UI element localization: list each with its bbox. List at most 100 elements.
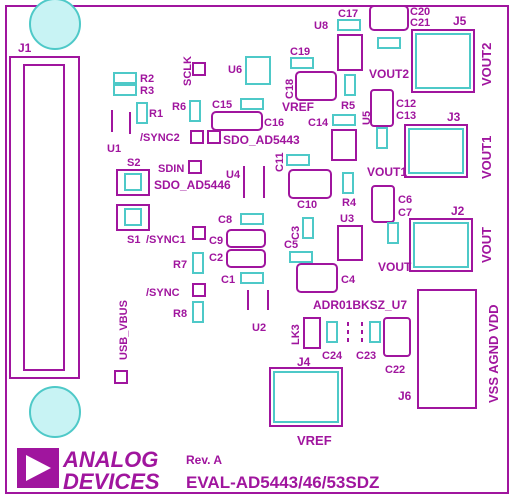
c5-pad bbox=[289, 251, 313, 263]
c23-label: C23 bbox=[356, 350, 376, 362]
j5-label: J5 bbox=[453, 14, 467, 28]
sync1-testpoint bbox=[192, 226, 206, 240]
usb-vbus-label: USB_VBUS bbox=[118, 300, 130, 360]
r7-pad bbox=[192, 252, 204, 274]
c22-label: C22 bbox=[385, 364, 405, 376]
j1-connector-body bbox=[9, 56, 80, 379]
r8-pad bbox=[192, 301, 204, 323]
u8-label: U8 bbox=[314, 20, 328, 32]
adr01-label: ADR01BKSZ_U7 bbox=[313, 298, 407, 312]
u3-body bbox=[337, 225, 363, 261]
c21-label: C21 bbox=[410, 17, 430, 29]
j3-pad bbox=[408, 128, 464, 174]
s1-actuator bbox=[124, 208, 142, 226]
c2-body bbox=[226, 249, 266, 268]
j6-label: J6 bbox=[398, 389, 412, 403]
c13-pad bbox=[376, 127, 388, 149]
sync2-label: /SYNC2 bbox=[140, 132, 180, 144]
u6-body bbox=[245, 56, 271, 85]
j2-body bbox=[409, 218, 473, 272]
r2-label: R2 bbox=[140, 73, 154, 85]
s2-body bbox=[116, 169, 150, 196]
r3-pad bbox=[113, 84, 137, 96]
c22-body bbox=[383, 317, 411, 357]
c12-body bbox=[370, 89, 394, 127]
u2-label: U2 bbox=[252, 322, 266, 334]
sync-testpoint bbox=[192, 283, 206, 297]
c16-label: C16 bbox=[264, 117, 284, 129]
j4-pad bbox=[273, 371, 339, 423]
c19-label: C19 bbox=[290, 46, 310, 58]
u6-label: U6 bbox=[228, 64, 242, 76]
c10-label: C10 bbox=[297, 199, 317, 211]
c19-pad bbox=[290, 57, 314, 69]
lk3-body bbox=[303, 317, 321, 349]
brand-line-2: DEVICES bbox=[63, 469, 160, 494]
c15-label: C15 bbox=[212, 99, 232, 111]
j2-label: J2 bbox=[451, 204, 465, 218]
c11-label: C11 bbox=[274, 152, 286, 172]
logo-triangle-cutout bbox=[26, 455, 51, 481]
r1-pad bbox=[136, 102, 148, 124]
c17-pad bbox=[337, 19, 361, 31]
c5-label: C5 bbox=[284, 239, 298, 251]
c9-body bbox=[226, 229, 266, 248]
j5-body bbox=[411, 29, 475, 93]
mounting-hole-top bbox=[29, 0, 81, 50]
lk3-label: LK3 bbox=[290, 324, 302, 345]
j3-label: J3 bbox=[447, 110, 461, 124]
u7-outline bbox=[347, 322, 363, 342]
u3-label: U3 bbox=[340, 213, 354, 225]
c6-body bbox=[371, 185, 395, 223]
vout1-edge-label: VOUT1 bbox=[479, 136, 494, 179]
mounting-hole-bottom bbox=[29, 386, 81, 438]
s1-label: S1 bbox=[127, 234, 140, 246]
c4-body bbox=[296, 263, 338, 293]
r4-pad bbox=[342, 172, 354, 194]
c1-pad bbox=[240, 272, 264, 284]
j4-label: J4 bbox=[297, 355, 311, 369]
s2-label: S2 bbox=[127, 157, 140, 169]
c6-label: C6 bbox=[398, 194, 412, 206]
sync-label: /SYNC bbox=[146, 287, 180, 299]
c24-pad bbox=[326, 321, 338, 343]
r7-label: R7 bbox=[173, 259, 187, 271]
r3-label: R3 bbox=[140, 85, 154, 97]
s1-body bbox=[116, 204, 150, 231]
sdin-testpoint bbox=[188, 160, 202, 174]
sdo-ad5443-label: SDO_AD5443 bbox=[223, 133, 300, 147]
sdo-ad5443-testpoint bbox=[207, 130, 221, 144]
s2-actuator bbox=[124, 173, 142, 191]
u5-body bbox=[331, 129, 357, 161]
j6-body bbox=[417, 289, 477, 409]
c10-body bbox=[288, 169, 332, 199]
r5-pad bbox=[344, 74, 356, 96]
c14-label: C14 bbox=[308, 117, 329, 129]
c24-label: C24 bbox=[322, 350, 343, 362]
j4-body bbox=[269, 367, 343, 427]
u1-label: U1 bbox=[107, 143, 121, 155]
sdin-label: SDIN bbox=[158, 163, 184, 175]
c9-label: C9 bbox=[209, 235, 223, 247]
r5-label: R5 bbox=[341, 100, 355, 112]
c21-pad bbox=[377, 37, 401, 49]
j1-label: J1 bbox=[18, 41, 32, 55]
c11-pad bbox=[286, 154, 310, 166]
r6-label: R6 bbox=[172, 101, 186, 113]
brand-line-1: ANALOG bbox=[62, 447, 158, 472]
sync1-label: /SYNC1 bbox=[146, 234, 186, 246]
vref-bottom-label: VREF bbox=[297, 433, 332, 448]
c8-label: C8 bbox=[218, 214, 232, 226]
c23-pad bbox=[369, 321, 381, 343]
c12-label: C12 bbox=[396, 98, 416, 110]
u2-outline bbox=[247, 290, 269, 310]
vref-net-label: VREF bbox=[282, 100, 314, 114]
c18-body bbox=[295, 71, 337, 101]
u4-outline bbox=[243, 166, 265, 198]
vout-pin-label: VOUT bbox=[378, 260, 412, 274]
c4-label: C4 bbox=[341, 274, 356, 286]
revision-label: Rev. A bbox=[186, 453, 222, 467]
u8-body bbox=[337, 34, 363, 71]
c2-label: C2 bbox=[209, 252, 223, 264]
